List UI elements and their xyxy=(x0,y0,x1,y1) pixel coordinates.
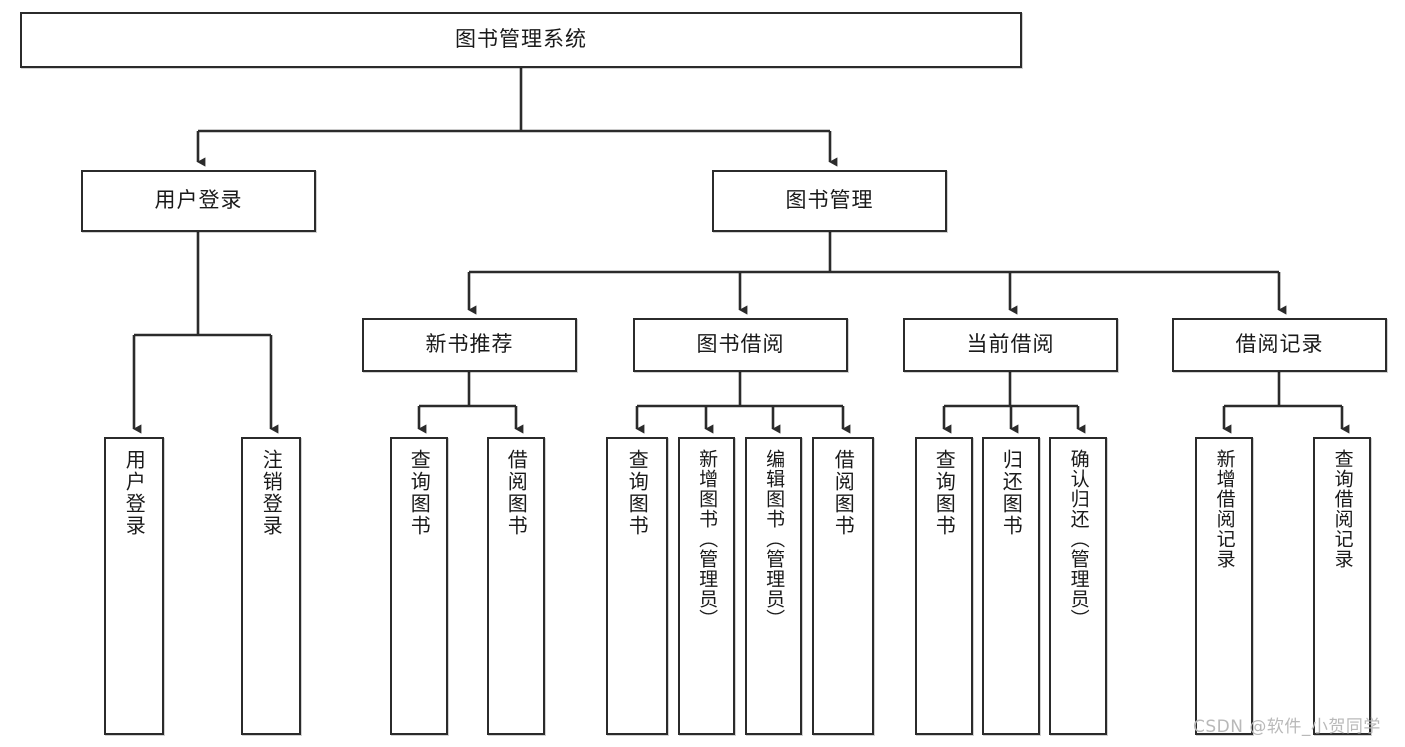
node-borrow-add-book-label: 新增图书（管理员） xyxy=(696,449,719,629)
node-current-return-book[interactable]: 归还图书 xyxy=(982,437,1040,735)
node-user-login-login[interactable]: 用户登录 xyxy=(104,437,164,735)
node-current-confirm-return-label: 确认归还（管理员） xyxy=(1067,449,1090,629)
node-record-query-record[interactable]: 查询借阅记录 xyxy=(1313,437,1371,735)
node-recommend-borrow-book-label: 借阅图书 xyxy=(504,449,529,537)
node-new-book-recommend[interactable]: 新书推荐 xyxy=(362,318,577,372)
node-borrow-query-book[interactable]: 查询图书 xyxy=(606,437,668,735)
node-borrow-edit-book-label: 编辑图书（管理员） xyxy=(763,449,786,629)
node-user-login-logout-label: 注销登录 xyxy=(259,449,284,537)
node-current-return-book-label: 归还图书 xyxy=(999,449,1024,537)
node-borrow-borrow-book[interactable]: 借阅图书 xyxy=(812,437,874,735)
node-current-borrow[interactable]: 当前借阅 xyxy=(903,318,1118,372)
node-borrow-edit-book[interactable]: 编辑图书（管理员） xyxy=(745,437,802,735)
node-book-management[interactable]: 图书管理 xyxy=(712,170,947,232)
node-borrow-add-book[interactable]: 新增图书（管理员） xyxy=(678,437,735,735)
node-current-query-book-label: 查询图书 xyxy=(932,449,957,537)
node-new-book-recommend-label: 新书推荐 xyxy=(425,332,514,357)
node-user-login-login-label: 用户登录 xyxy=(122,449,147,537)
node-recommend-borrow-book[interactable]: 借阅图书 xyxy=(487,437,545,735)
node-user-login-logout[interactable]: 注销登录 xyxy=(241,437,301,735)
node-book-management-label: 图书管理 xyxy=(785,188,874,213)
node-current-query-book[interactable]: 查询图书 xyxy=(915,437,973,735)
watermark-text: CSDN @软件_小贺同学 xyxy=(1193,717,1381,737)
node-root[interactable]: 图书管理系统 xyxy=(20,12,1022,68)
node-root-label: 图书管理系统 xyxy=(455,27,587,52)
node-borrow-record[interactable]: 借阅记录 xyxy=(1172,318,1387,372)
node-book-borrow[interactable]: 图书借阅 xyxy=(633,318,848,372)
node-borrow-query-book-label: 查询图书 xyxy=(625,449,650,537)
node-record-query-record-label: 查询借阅记录 xyxy=(1331,449,1354,569)
node-current-confirm-return[interactable]: 确认归还（管理员） xyxy=(1049,437,1107,735)
node-borrow-record-label: 借阅记录 xyxy=(1235,332,1324,357)
node-record-add-record[interactable]: 新增借阅记录 xyxy=(1195,437,1253,735)
node-record-add-record-label: 新增借阅记录 xyxy=(1213,449,1236,569)
node-current-borrow-label: 当前借阅 xyxy=(966,332,1055,357)
node-user-login[interactable]: 用户登录 xyxy=(81,170,316,232)
node-book-borrow-label: 图书借阅 xyxy=(696,332,785,357)
node-recommend-query-book-label: 查询图书 xyxy=(407,449,432,537)
node-borrow-borrow-book-label: 借阅图书 xyxy=(831,449,856,537)
node-recommend-query-book[interactable]: 查询图书 xyxy=(390,437,448,735)
node-user-login-label: 用户登录 xyxy=(154,188,243,213)
